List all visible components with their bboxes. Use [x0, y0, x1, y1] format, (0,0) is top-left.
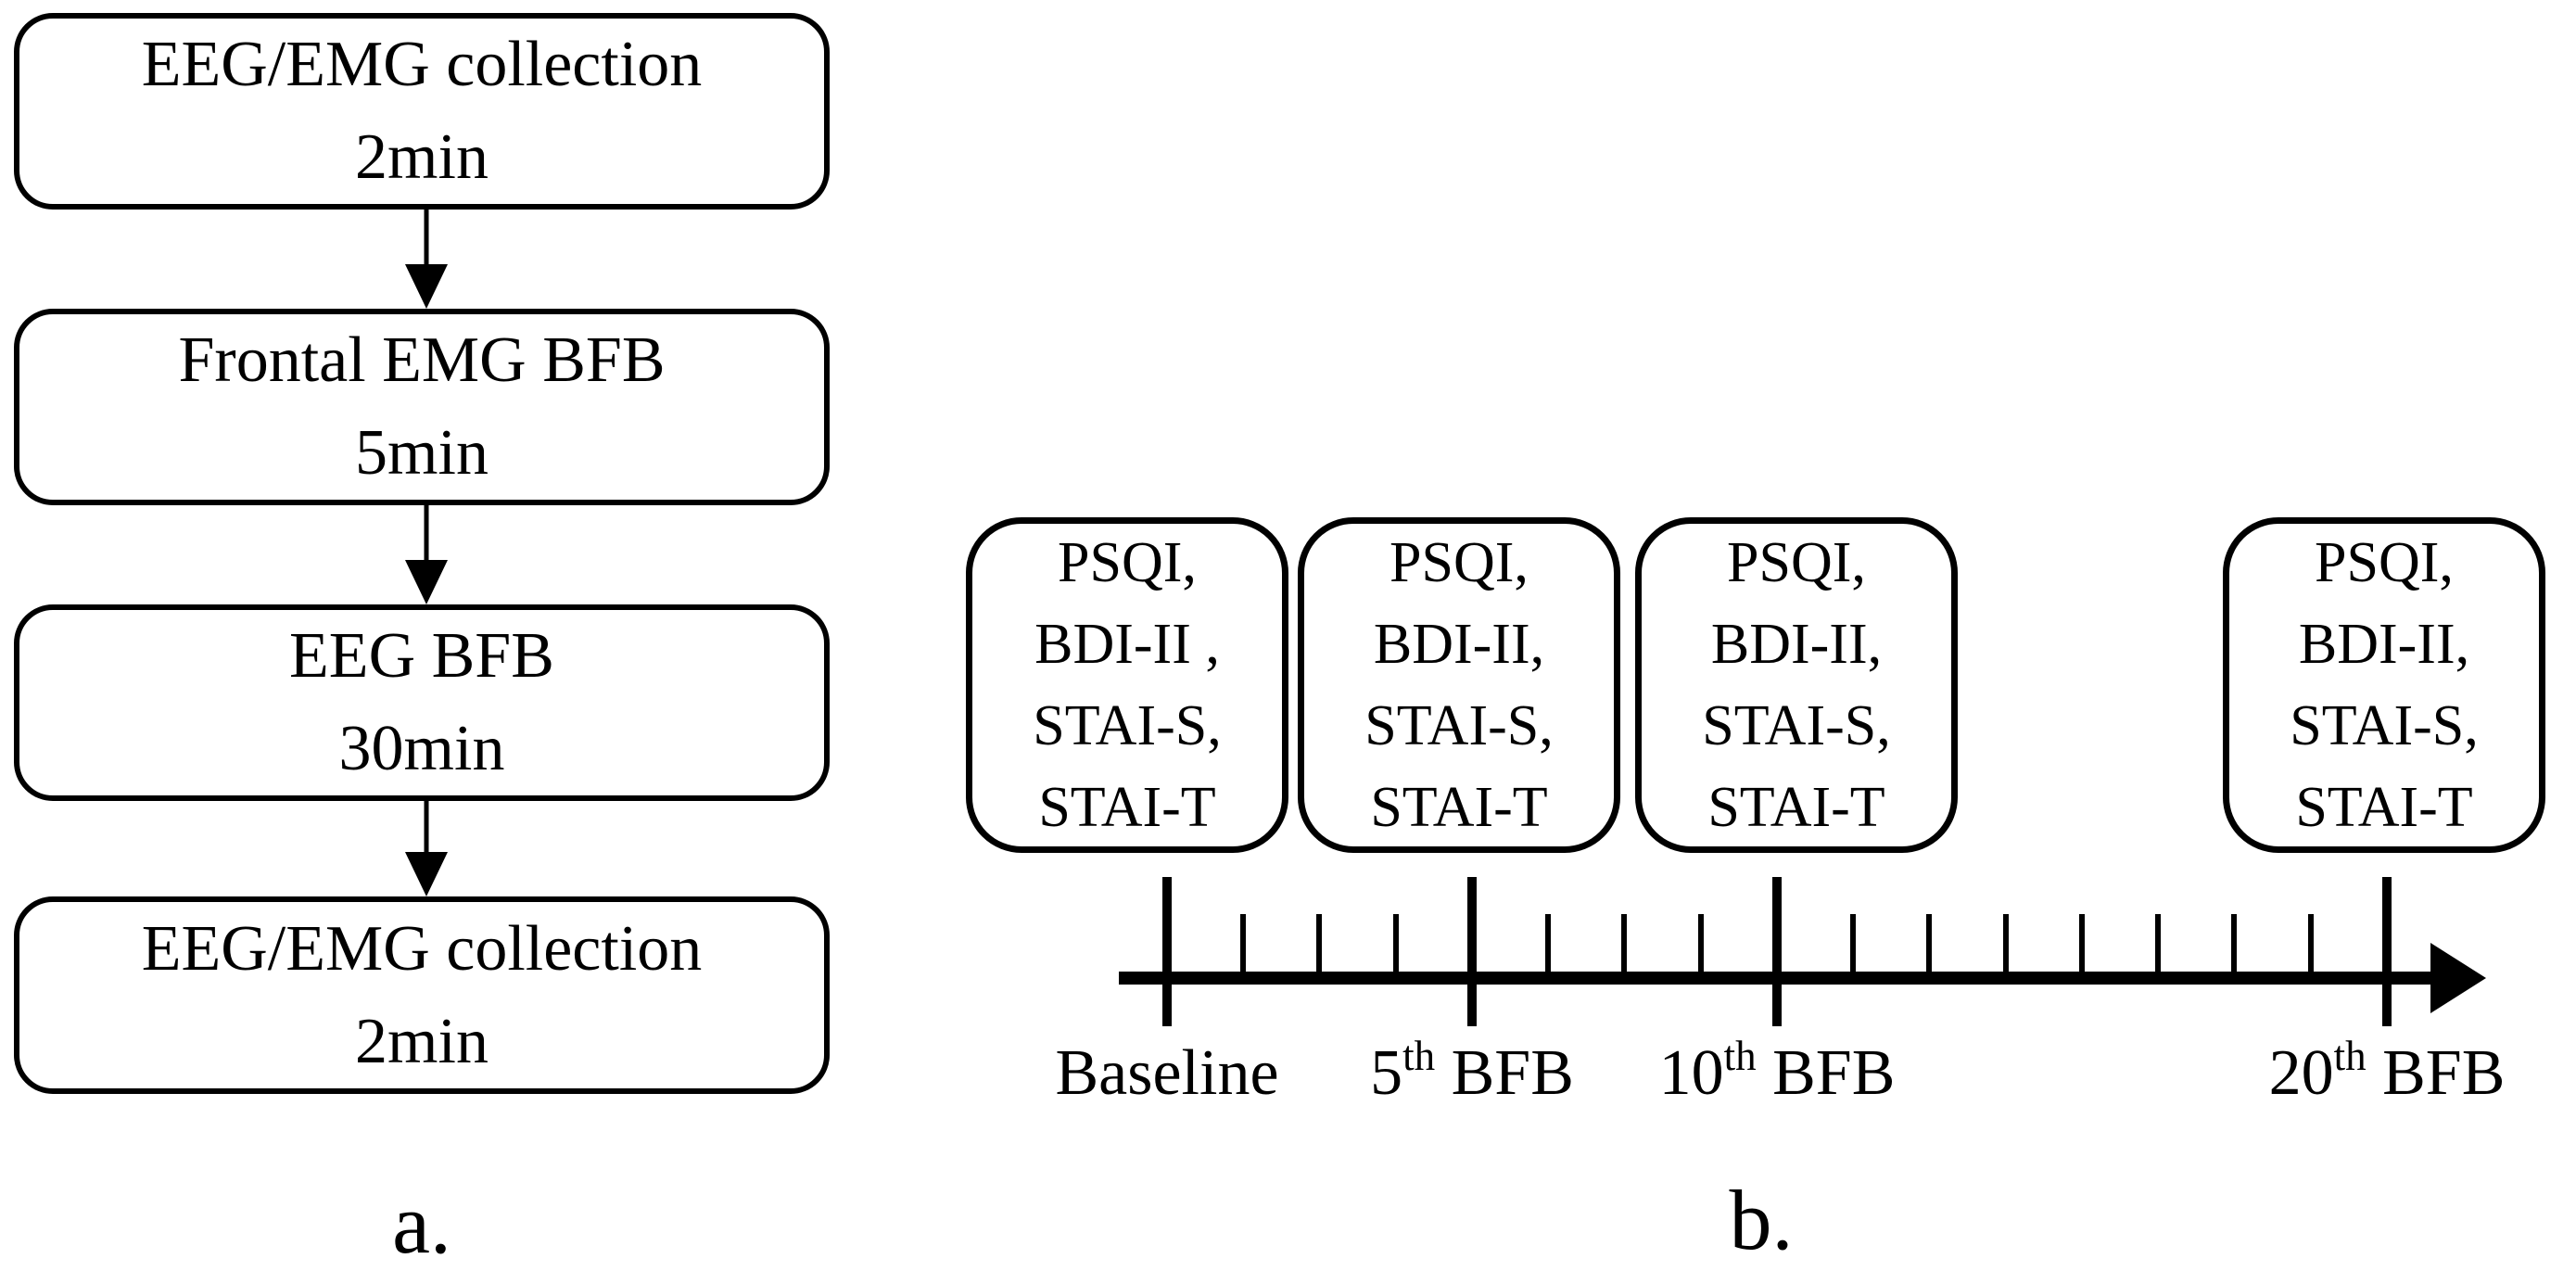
assessment-line: PSQI,: [1390, 531, 1529, 594]
assessment-box-5th-bfb: PSQI, BDI-II, STAI-S, STAI-T: [1298, 517, 1620, 853]
assessment-line: PSQI,: [1058, 531, 1197, 594]
timeline-minor-tick: [2155, 914, 2161, 975]
assessment-line: BDI-II ,: [1034, 613, 1220, 676]
timeline-tick-label: 5th BFB: [1370, 1033, 1574, 1109]
assessment-box-10th-bfb: PSQI, BDI-II, STAI-S, STAI-T: [1635, 517, 1958, 853]
timeline-minor-tick: [1850, 914, 1856, 975]
timeline-minor-tick: [1316, 914, 1322, 975]
assessment-line: STAI-T: [1038, 776, 1216, 839]
timeline-minor-tick: [1240, 914, 1246, 975]
assessment-line: PSQI,: [1727, 531, 1866, 594]
assessment-line: STAI-T: [1370, 776, 1548, 839]
flow-step-duration: 2min: [355, 121, 489, 193]
panel-b-caption: b.: [1729, 1173, 1794, 1267]
timeline-minor-tick: [1698, 914, 1704, 975]
assessment-line: STAI-S,: [1364, 694, 1554, 757]
flow-step-eeg-emg-collection-pre: EEG/EMG collection 2min: [14, 13, 830, 210]
assessment-line: PSQI,: [2315, 531, 2454, 594]
panel-a-caption: a.: [392, 1176, 451, 1271]
flow-step-eeg-emg-collection-post: EEG/EMG collection 2min: [14, 896, 830, 1094]
assessment-line: STAI-S,: [2290, 694, 2479, 757]
flow-step-duration: 30min: [338, 713, 505, 784]
flow-arrow-line-2: [424, 505, 429, 563]
timeline-minor-tick: [1545, 914, 1551, 975]
flow-step-title: EEG/EMG collection: [141, 29, 703, 100]
timeline-arrowhead-icon: [2430, 943, 2486, 1013]
flow-step-title: Frontal EMG BFB: [178, 324, 666, 396]
assessment-line: BDI-II,: [1373, 613, 1545, 676]
assessment-line: STAI-S,: [1702, 694, 1891, 757]
flow-step-duration: 5min: [355, 417, 489, 489]
flow-arrow-line-3: [424, 801, 429, 855]
timeline-major-tick: [1772, 877, 1782, 1026]
assessment-line: STAI-T: [1707, 776, 1885, 839]
flow-step-title: EEG BFB: [289, 620, 554, 692]
flow-arrow-head-2: [405, 560, 448, 604]
timeline-major-tick: [1162, 877, 1172, 1026]
timeline-minor-tick: [2079, 914, 2085, 975]
flow-step-title: EEG/EMG collection: [141, 912, 703, 985]
flow-arrow-head-3: [405, 852, 448, 896]
assessment-line: STAI-S,: [1033, 694, 1222, 757]
timeline-tick-label: 10th BFB: [1658, 1033, 1896, 1109]
timeline-minor-tick: [2003, 914, 2009, 975]
timeline-minor-tick: [2308, 914, 2314, 975]
timeline-minor-tick: [2231, 914, 2237, 975]
timeline-major-tick: [1467, 877, 1477, 1026]
flow-arrow-line-1: [424, 210, 429, 267]
assessment-box-20th-bfb: PSQI, BDI-II, STAI-S, STAI-T: [2223, 517, 2545, 853]
assessment-line: BDI-II,: [2298, 613, 2470, 676]
timeline-tick-label: Baseline: [1055, 1037, 1279, 1109]
flow-step-duration: 2min: [355, 1005, 489, 1077]
timeline-minor-tick: [1393, 914, 1399, 975]
assessment-box-baseline: PSQI, BDI-II , STAI-S, STAI-T: [966, 517, 1288, 853]
assessment-line: STAI-T: [2295, 776, 2473, 839]
timeline-minor-tick: [1926, 914, 1932, 975]
timeline-major-tick: [2382, 877, 2392, 1026]
timeline-tick-label: 20th BFB: [2268, 1033, 2506, 1109]
timeline-minor-tick: [1621, 914, 1627, 975]
assessment-line: BDI-II,: [1710, 613, 1883, 676]
flow-step-frontal-emg-bfb: Frontal EMG BFB 5min: [14, 309, 830, 505]
flow-step-eeg-bfb: EEG BFB 30min: [14, 604, 830, 801]
flow-arrow-head-1: [405, 264, 448, 309]
